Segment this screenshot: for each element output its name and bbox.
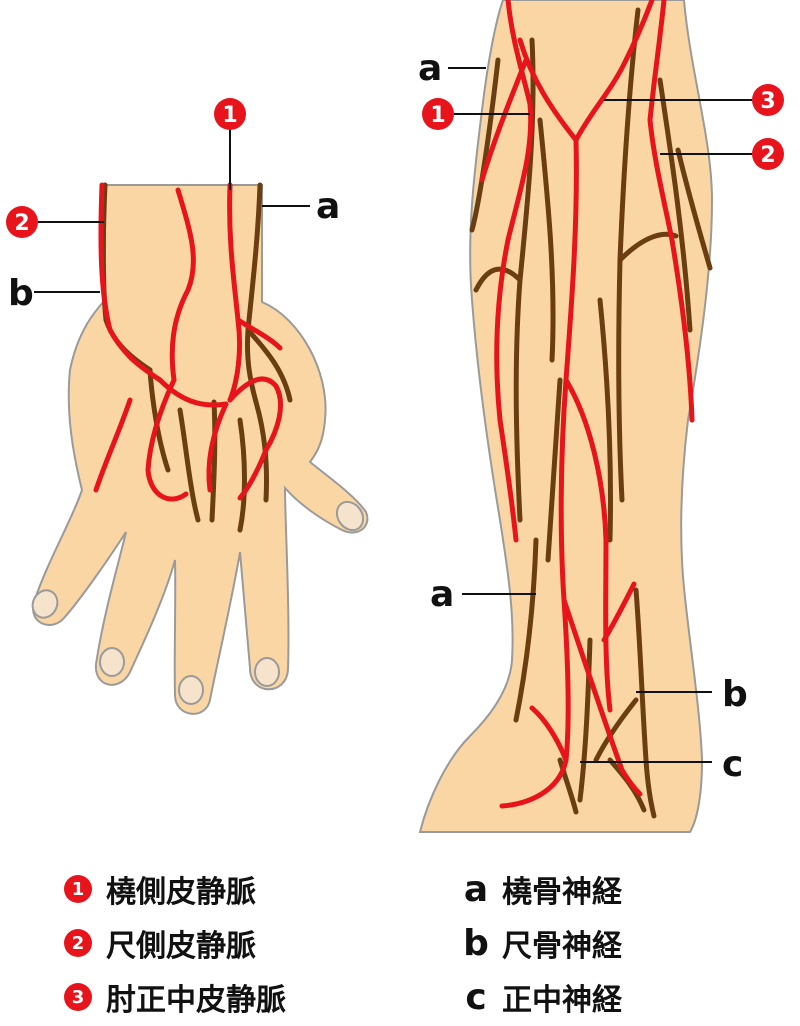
legend-label: 肘正中皮静脈 [106,983,286,1018]
arm-nerve-10 [675,147,713,271]
legend-label: 橈側皮静脈 [106,875,256,910]
arm-nerve-9 [545,377,563,563]
hand-radial-nerve [245,182,263,405]
vein-legend: 1 橈側皮静脈 2 尺側皮静脈 3 肘正中皮静脈 [64,862,286,1024]
ring-nail [99,647,125,677]
hand-callout-b: b [8,273,34,314]
hand-vein-4 [227,376,284,453]
arm-vein-branch-1 [479,57,529,183]
thumb-nail [335,500,365,532]
legend-item-vein-2: 2 尺側皮静脈 [64,916,286,970]
hand-callout-2: 2 [6,206,38,238]
arm-nerve-8 [597,297,614,543]
arm-callout-c: c [722,744,743,785]
arm-basilic-vein [647,0,695,423]
hand-vein-8 [237,447,269,501]
arm-callout-a-bottom: a [430,574,454,615]
svg-text:1: 1 [430,103,445,128]
hand-nerve-branch-4 [209,399,218,523]
anatomy-diagram: 1 2 a b [6,0,784,833]
hand-nerve-branch-1 [245,327,293,403]
legend-badge-2: 2 [64,929,92,957]
hand-veins [93,182,284,502]
arm-callout-1: 1 [422,98,454,130]
hand-nerve-branch-6 [237,417,247,533]
legend-item-nerve-b: b 尺骨神経 [460,916,622,970]
arm-median-cubital-vein [517,37,579,143]
hand-illustration: 1 2 a b [6,98,369,715]
arm-callout-a-top: a [418,48,442,89]
middle-nail [178,675,204,705]
hand-leader-lines [34,128,310,293]
little-nail [31,589,59,619]
nerve-legend: a 橈骨神経 b 尺骨神経 c 正中神経 [460,862,622,1024]
hand-silhouette [32,184,369,715]
hand-vein-6 [206,401,229,493]
arm-veins [479,0,695,809]
arm-nerve-12 [557,757,579,815]
hand-basilic-vein [98,182,163,383]
legend-label: 尺側皮静脈 [106,929,256,964]
hand-vein-7 [93,397,133,493]
hand-vein-2 [235,317,283,351]
arm-vein-branch-5 [601,581,637,643]
arm-nerve-3 [469,57,501,233]
arm-cephalic-vein [494,0,534,543]
index-nail [254,657,280,687]
hand-vein-1 [169,187,196,383]
arm-median-cubital-link [573,0,655,143]
legend-badge-1: 1 [64,875,92,903]
arm-median-antebrachial-vein [499,137,579,809]
arm-vein-branch-3 [561,597,643,797]
legend-label: 正中神経 [502,983,622,1018]
arm-vein-branch-4 [529,705,569,763]
arm-callout-3: 3 [752,84,784,116]
arm-nerve-4 [473,266,523,293]
hand-callout-a: a [316,186,340,227]
svg-text:1: 1 [222,103,237,128]
legend-badge-3: 3 [64,983,92,1011]
arm-illustration: a 1 3 2 a b c [418,0,784,833]
hand-nerve-branch-5 [177,407,201,523]
hand-vein-5 [145,377,189,502]
hand-vein-3 [157,377,229,408]
legend-letter-c: c [465,976,487,1018]
svg-text:2: 2 [14,211,29,236]
arm-leader-lines [448,67,752,763]
legend-item-nerve-a: a 橈骨神経 [460,862,622,916]
legend-item-vein-3: 3 肘正中皮静脈 [64,970,286,1024]
arm-radial-nerve-distal [513,537,539,723]
svg-text:3: 3 [760,89,775,114]
arm-median-nerve-distal [577,637,593,803]
fingernails [31,500,365,705]
legend-letter-a: a [463,868,489,910]
hand-nerve-branch-2 [253,399,269,503]
arm-callout-b: b [722,674,748,715]
arm-callout-2: 2 [752,138,784,170]
legend-label: 尺骨神経 [502,929,622,964]
arm-nerve-11 [593,697,639,763]
arm-vein-branch-2 [563,377,613,713]
hand-callout-1: 1 [214,98,246,130]
legend-item-vein-1: 1 橈側皮静脈 [64,862,286,916]
svg-text:2: 2 [760,143,775,168]
legend-letter-b: b [463,922,489,964]
arm-nerve-6 [657,77,693,333]
legend-label: 橈骨神経 [502,875,622,910]
arm-ulnar-nerve-distal [633,587,657,819]
arm-nerve-2 [537,117,556,363]
legend-item-nerve-c: c 正中神経 [460,970,622,1024]
